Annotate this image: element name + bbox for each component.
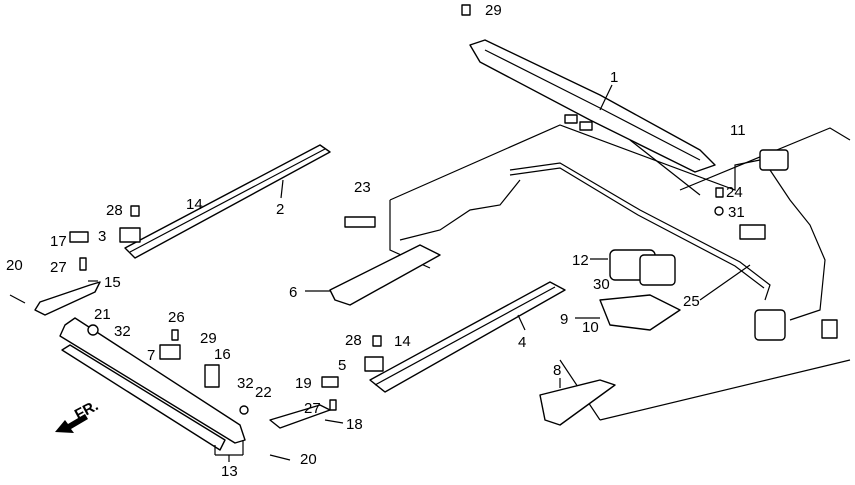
arrow-icon (55, 414, 88, 433)
callout-12: 12 (572, 252, 589, 269)
callout-28: 28 (106, 202, 123, 219)
callout-28: 28 (345, 332, 362, 349)
callout-30: 30 (593, 276, 610, 293)
callout-3: 3 (98, 228, 106, 245)
bracket-part-8 (539, 379, 616, 426)
callout-31: 31 (728, 204, 745, 221)
callout-2: 2 (276, 201, 284, 218)
callout-7: 7 (147, 347, 155, 364)
motor-part-12 (599, 249, 681, 331)
front-direction-arrow: FR. (55, 397, 101, 433)
rail-part-2 (124, 144, 331, 259)
callout-27: 27 (50, 259, 67, 276)
callout-6: 6 (289, 284, 297, 301)
callout-19: 19 (295, 375, 312, 392)
callout-26: 26 (168, 309, 185, 326)
callout-29: 29 (485, 2, 502, 19)
callout-10: 10 (582, 319, 599, 336)
cable-assembly (509, 162, 771, 301)
callout-5: 5 (338, 357, 346, 374)
callout-4: 4 (518, 334, 526, 351)
callout-14: 14 (186, 196, 203, 213)
roof-frame-part-1 (469, 39, 716, 173)
callout-8: 8 (553, 362, 561, 379)
small-parts (69, 4, 724, 415)
wire-harness-part-11 (739, 149, 838, 341)
callout-11: 11 (730, 122, 746, 139)
callout-9: 9 (560, 311, 568, 328)
callout-27: 27 (304, 400, 321, 417)
callout-32: 32 (237, 375, 254, 392)
callout-20: 20 (300, 451, 317, 468)
drain-channel-part-6 (329, 179, 521, 306)
callout-24: 24 (726, 184, 743, 201)
callout-22: 22 (255, 384, 272, 401)
callout-18: 18 (346, 416, 363, 433)
callout-14: 14 (394, 333, 411, 350)
callout-20: 20 (6, 257, 23, 274)
callout-32: 32 (114, 323, 131, 340)
callout-25: 25 (683, 293, 700, 310)
rail-part-4 (369, 281, 566, 393)
callout-16: 16 (214, 346, 231, 363)
callout-13: 13 (221, 463, 238, 480)
callout-15: 15 (104, 274, 121, 291)
callout-17: 17 (50, 233, 67, 250)
callout-1: 1 (610, 69, 618, 86)
callout-23: 23 (354, 179, 371, 196)
callout-21: 21 (94, 306, 111, 323)
rail-part-13 (59, 317, 246, 451)
leader-lines (88, 84, 613, 462)
callout-29: 29 (200, 330, 217, 347)
